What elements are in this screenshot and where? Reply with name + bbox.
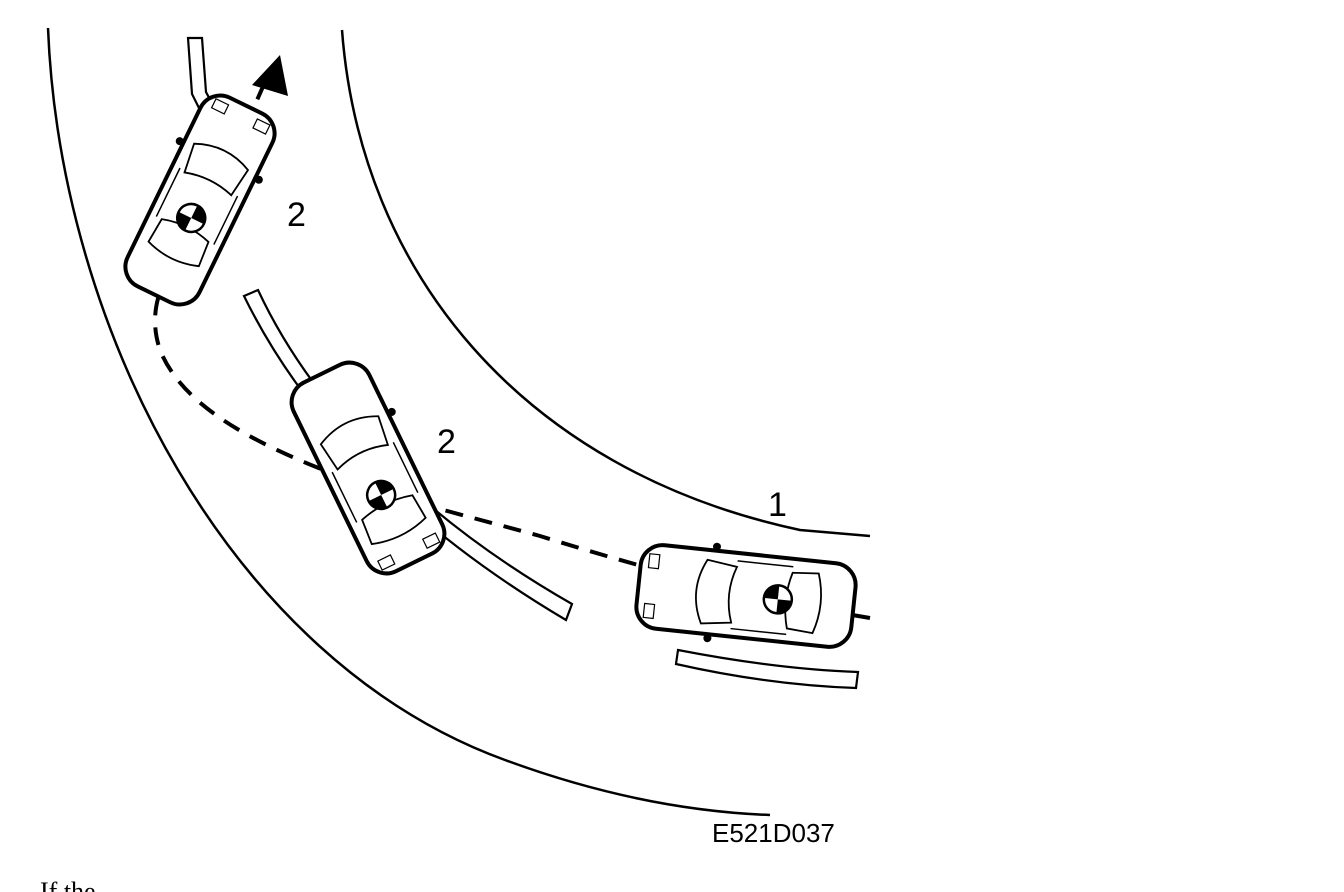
arrow-head-icon [252, 55, 288, 96]
figure-code: E521D037 [712, 818, 835, 848]
road-outer-edge [46, 27, 771, 817]
lane-stripe-bottom [674, 648, 860, 690]
car-label-1: 1 [768, 486, 787, 524]
car-label-2-lower: 2 [437, 423, 456, 461]
car-label-2-upper: 2 [287, 196, 306, 234]
caption-fragment: If the [40, 877, 96, 892]
road-inner-edge [340, 29, 871, 538]
car-icon [123, 93, 277, 307]
car-icon [289, 360, 447, 576]
car-icon [634, 542, 858, 649]
